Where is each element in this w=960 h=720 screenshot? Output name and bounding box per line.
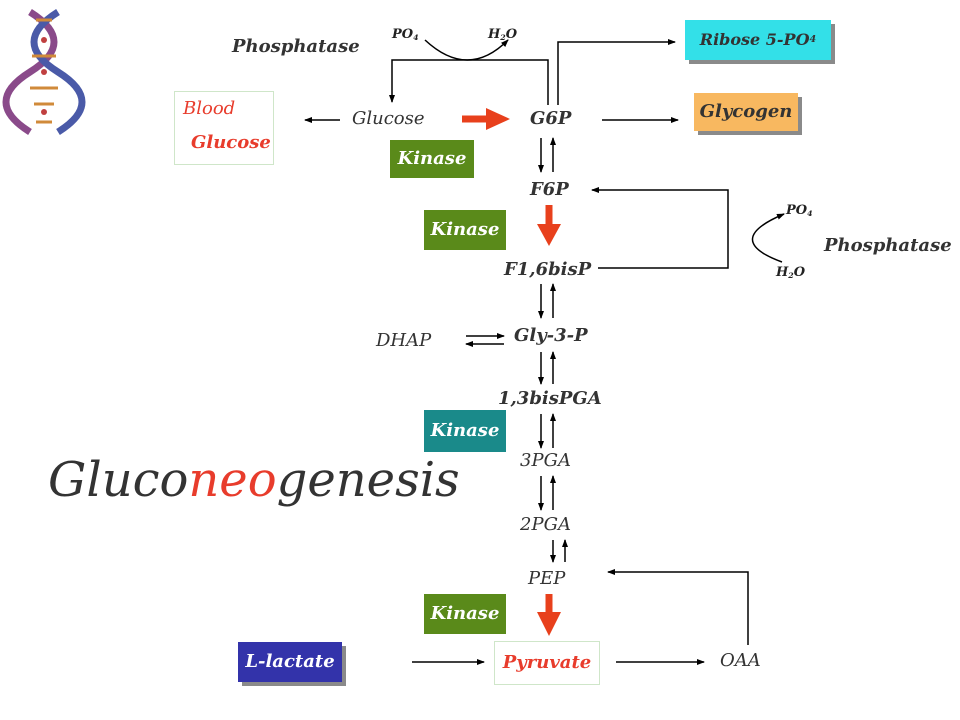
node-glucose: Glucose	[352, 108, 425, 129]
arrow-g6p-ribose	[557, 39, 676, 105]
h2o-top-label: H2O	[488, 27, 518, 42]
page-title: Gluconeogenesis	[48, 456, 460, 504]
arrow-h2o-po4-top	[424, 39, 509, 61]
title-part-neo: neo	[188, 452, 277, 508]
title-part-3: genesis	[276, 452, 460, 508]
arrow-h2o-po4-right	[751, 213, 785, 263]
node-g6p: G6P	[530, 108, 572, 129]
phosphatase-right-label: Phosphatase	[824, 235, 952, 256]
kinase-f6p-box: Kinase	[424, 210, 506, 250]
node-gly3p: Gly-3-P	[514, 325, 588, 346]
node-2pga: 2PGA	[520, 514, 571, 535]
pyruvate-box: Pyruvate	[494, 641, 600, 685]
blood-label: Blood	[183, 98, 236, 119]
arrow-phosphatase-f16-f6p	[591, 187, 729, 269]
node-f16bisp: F1,6bisP	[504, 259, 592, 280]
red-arrow-glucose-g6p	[462, 108, 510, 130]
kinase-pep-box: Kinase	[424, 594, 506, 634]
red-arrow-f6p-f16bisp	[537, 205, 561, 246]
node-oaa: OAA	[720, 650, 761, 671]
arrow-oaa-pep	[607, 569, 749, 645]
node-f6p: F6P	[530, 179, 569, 200]
red-arrow-pep-pyruvate	[537, 594, 561, 636]
kinase-pga-box: Kinase	[424, 410, 506, 452]
po4-right-label: PO4	[786, 203, 813, 218]
node-3pga: 3PGA	[520, 450, 571, 471]
po4-top-label: PO4	[392, 27, 419, 42]
kinase-glucose-box: Kinase	[390, 140, 474, 178]
glycogen-box: Glycogen	[694, 93, 798, 131]
h2o-right-label: H2O	[776, 265, 806, 280]
dna-helix-icon	[2, 9, 86, 135]
title-part-1: Gluco	[48, 452, 189, 508]
arrow-phosphatase-g6p-glucose	[389, 59, 549, 105]
phosphatase-top-label: Phosphatase	[232, 36, 360, 57]
blood-glucose-box: Blood Glucose	[174, 91, 274, 165]
node-dhap: DHAP	[376, 330, 432, 351]
node-pep: PEP	[528, 568, 566, 589]
glucose-label: Glucose	[191, 132, 271, 153]
node-1-3-bispga: 1,3bisPGA	[498, 388, 602, 409]
l-lactate-box: L-lactate	[238, 642, 342, 682]
